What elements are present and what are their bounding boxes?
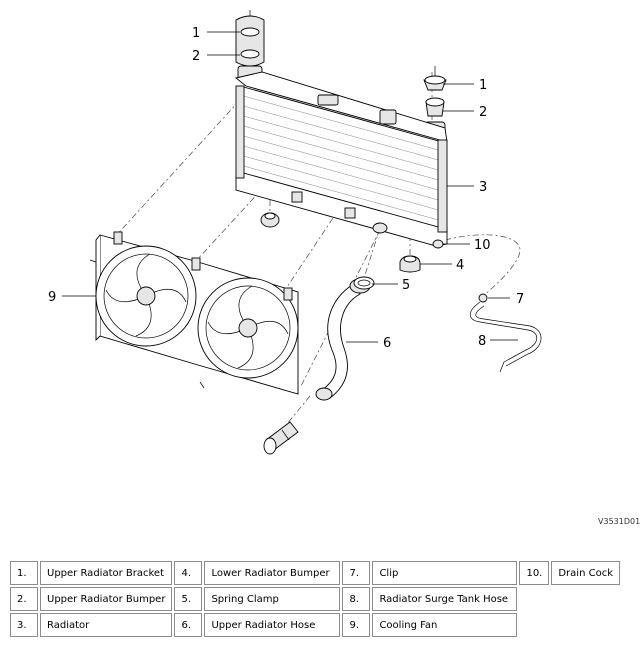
callout-2-left: 2 xyxy=(192,49,200,64)
legend-num: 4. xyxy=(174,561,203,585)
lower-bumper-left xyxy=(260,212,280,228)
legend-label: Cooling Fan xyxy=(372,613,518,637)
outlet-fitting xyxy=(263,421,299,455)
legend-label: Upper Radiator Hose xyxy=(204,613,341,637)
clip xyxy=(478,293,488,303)
legend-num: 6. xyxy=(174,613,203,637)
surge-tank-hose xyxy=(469,301,542,373)
lower-bumper-right xyxy=(399,255,421,273)
legend-label: Spring Clamp xyxy=(204,587,341,611)
radiator xyxy=(234,71,448,249)
legend-empty xyxy=(551,613,620,637)
upper-radiator-hose xyxy=(315,278,371,401)
legend-row: 2. Upper Radiator Bumper 5. Spring Clamp… xyxy=(10,587,620,611)
callout-numbers: 1 2 1 2 3 10 4 5 7 9 6 8 xyxy=(48,26,524,351)
cooling-fan xyxy=(89,231,299,395)
legend-num: 7. xyxy=(342,561,371,585)
callout-1-right: 1 xyxy=(479,78,487,93)
legend-label: Upper Radiator Bumper xyxy=(40,587,173,611)
legend-empty xyxy=(551,587,620,611)
callout-2-right: 2 xyxy=(479,105,487,120)
image-code: V3531D01 xyxy=(598,517,640,526)
legend-num: 5. xyxy=(174,587,203,611)
callout-3: 3 xyxy=(479,180,487,195)
callout-10: 10 xyxy=(474,238,491,253)
legend-empty xyxy=(519,587,549,611)
upper-bracket-left xyxy=(235,10,265,81)
parts-legend-table: 1. Upper Radiator Bracket 4. Lower Radia… xyxy=(8,559,622,639)
callout-7: 7 xyxy=(516,292,524,307)
legend-label: Radiator xyxy=(40,613,173,637)
legend-num: 10. xyxy=(519,561,550,585)
legend-row: 3. Radiator 6. Upper Radiator Hose 9. Co… xyxy=(10,613,620,637)
legend-empty xyxy=(519,613,549,637)
legend-label: Clip xyxy=(372,561,518,585)
callout-5: 5 xyxy=(402,278,410,293)
callout-1-left: 1 xyxy=(192,26,200,41)
callout-leaders xyxy=(62,31,518,343)
legend-label: Upper Radiator Bracket xyxy=(40,561,173,585)
legend-label: Radiator Surge Tank Hose xyxy=(372,587,518,611)
callout-4: 4 xyxy=(456,258,464,273)
legend-num: 2. xyxy=(10,587,38,611)
callout-9: 9 xyxy=(48,290,56,305)
spring-clamp xyxy=(353,276,375,290)
legend-label: Lower Radiator Bumper xyxy=(204,561,341,585)
legend-label: Drain Cock xyxy=(551,561,620,585)
legend-num: 8. xyxy=(342,587,371,611)
legend-num: 9. xyxy=(342,613,371,637)
callout-6: 6 xyxy=(383,336,391,351)
legend-row: 1. Upper Radiator Bracket 4. Lower Radia… xyxy=(10,561,620,585)
callout-8: 8 xyxy=(478,334,486,349)
legend-num: 3. xyxy=(10,613,38,637)
legend-num: 1. xyxy=(10,561,38,585)
exploded-view-diagram: 1 2 1 2 3 10 4 5 7 9 6 8 V3531D01 xyxy=(48,10,640,526)
